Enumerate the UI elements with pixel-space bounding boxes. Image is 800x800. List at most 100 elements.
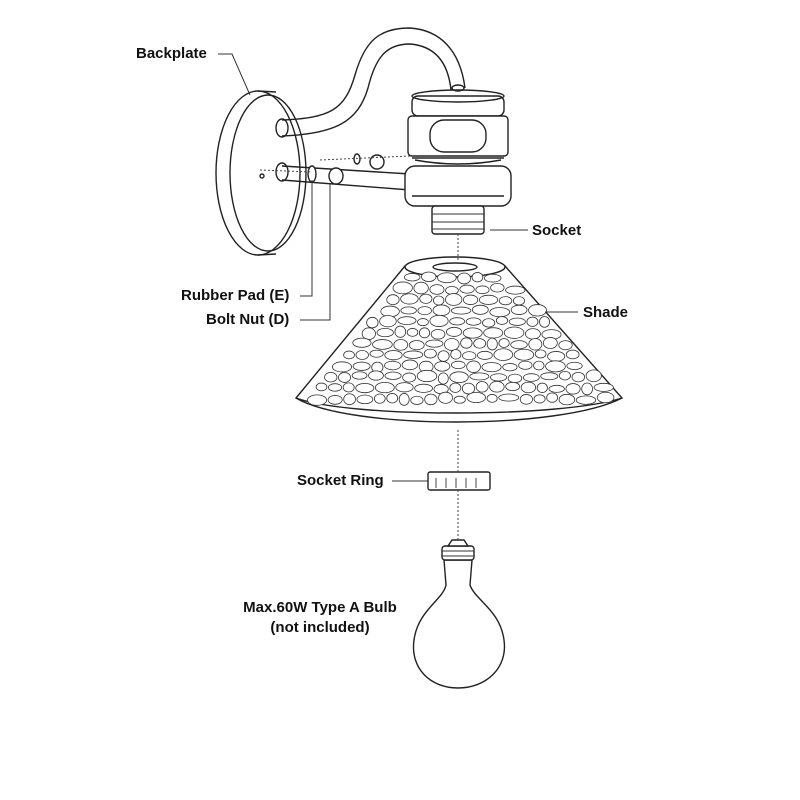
shade-pebble	[483, 273, 502, 283]
shade-pebble	[307, 394, 327, 406]
socket-ring-part	[427, 471, 491, 491]
shade-pebble	[361, 327, 376, 340]
shade-pebble	[525, 328, 541, 340]
shade-pebble	[418, 327, 431, 339]
shade-pebble	[373, 393, 386, 404]
shade-pebble	[546, 392, 559, 403]
shade-pebble	[508, 317, 526, 326]
shade-pebble	[593, 382, 614, 392]
shade-pebble	[486, 394, 498, 403]
shade-pebble	[449, 317, 466, 326]
shade-pebble	[473, 338, 487, 349]
shade-pebble	[545, 360, 566, 373]
shade-pebble	[453, 395, 466, 404]
shade-pebble	[423, 348, 437, 359]
shade-pebble	[498, 393, 520, 402]
shade-pebble	[565, 383, 581, 395]
shade-pebble	[430, 328, 446, 340]
shade-pebble	[510, 304, 528, 315]
shade-pebble	[548, 384, 565, 393]
shade-pebble	[366, 316, 379, 329]
shade-pebble	[558, 393, 576, 406]
shade-pebble	[461, 382, 476, 395]
shade-pebble	[332, 361, 353, 373]
shade-pebble	[526, 316, 539, 327]
shade-pebble	[368, 370, 384, 381]
shade-pebble	[392, 281, 413, 295]
shade-pebble	[352, 361, 371, 371]
shade-pebble	[520, 381, 537, 394]
shade-pebble	[421, 271, 437, 282]
shade-pebble	[528, 338, 543, 351]
shade-pebble	[403, 350, 424, 359]
shade-pebble	[413, 281, 429, 295]
shade-pebble	[490, 282, 505, 293]
shade-pebble	[486, 337, 498, 351]
shade-pebble	[432, 304, 451, 317]
shade-pebble	[558, 370, 571, 381]
shade-pebble	[417, 318, 429, 327]
socket-ring-label: Socket Ring	[297, 472, 384, 489]
shade-pebble	[547, 351, 566, 362]
shade-pebble	[519, 394, 533, 405]
shade-pebble	[498, 338, 510, 348]
shade-pebble	[482, 318, 496, 328]
mounting-hardware	[259, 153, 411, 191]
bulb-label-line1: Max.60W Type A Bulb	[243, 599, 397, 616]
shade-pebble	[397, 316, 417, 325]
gooseneck-arm	[281, 27, 466, 137]
shade-pebble	[475, 285, 490, 295]
shade-pebble	[472, 304, 489, 315]
shade-pebble	[450, 360, 466, 370]
shade-pebble	[408, 340, 425, 351]
shade-pebble	[445, 286, 459, 295]
shade-pebble	[507, 373, 523, 383]
shade-pebble	[402, 372, 417, 383]
shade-pebble	[400, 293, 419, 305]
shade-label: Shade	[583, 304, 629, 321]
bulb-part	[412, 539, 506, 689]
shade-pebble	[518, 360, 533, 370]
shade-pebble	[505, 381, 521, 392]
shade-pebble	[462, 327, 483, 339]
shade-pebble	[315, 382, 328, 392]
shade-pebble	[477, 350, 493, 360]
shade-pebble	[342, 382, 355, 393]
shade-pebble	[462, 351, 477, 361]
shade-pebble	[403, 273, 421, 282]
shade-pebble	[386, 393, 399, 404]
shade-pebble	[495, 316, 509, 325]
shade-pebble	[528, 304, 547, 317]
shade-pebble	[540, 372, 559, 381]
shade-pebble	[327, 395, 343, 405]
shade-pebble	[398, 393, 410, 406]
shade-pebble	[438, 391, 453, 404]
shade-pebble	[417, 306, 432, 316]
shade-pebble	[429, 284, 445, 295]
shade-pebble	[450, 349, 462, 360]
shade-pebble	[352, 337, 372, 348]
shade-pebble	[351, 371, 368, 380]
shade-pebble	[489, 380, 505, 393]
shade-pebble	[434, 361, 451, 372]
shade-pebble	[419, 293, 433, 304]
shade-pebble	[372, 339, 393, 350]
bolt-nut-label: Bolt Nut (D)	[206, 311, 290, 328]
shade-pebble	[498, 296, 513, 306]
shade-pebble	[466, 360, 481, 373]
shade-pebble	[450, 306, 472, 315]
shade-pebble	[355, 350, 369, 360]
shade-pebble	[463, 294, 479, 305]
backplate-label: Backplate	[136, 45, 207, 62]
socket-housing	[404, 84, 512, 235]
shade-pebble	[384, 350, 403, 361]
bolt-nut-leader	[300, 184, 331, 321]
shade-pebble	[327, 383, 343, 392]
shade-pebble	[536, 382, 548, 393]
shade-pebble	[425, 339, 444, 348]
shade-pebble	[558, 340, 573, 351]
shade-pebble	[533, 394, 546, 404]
shade-pebble	[481, 362, 502, 373]
shade-pebble-pattern	[307, 271, 615, 406]
